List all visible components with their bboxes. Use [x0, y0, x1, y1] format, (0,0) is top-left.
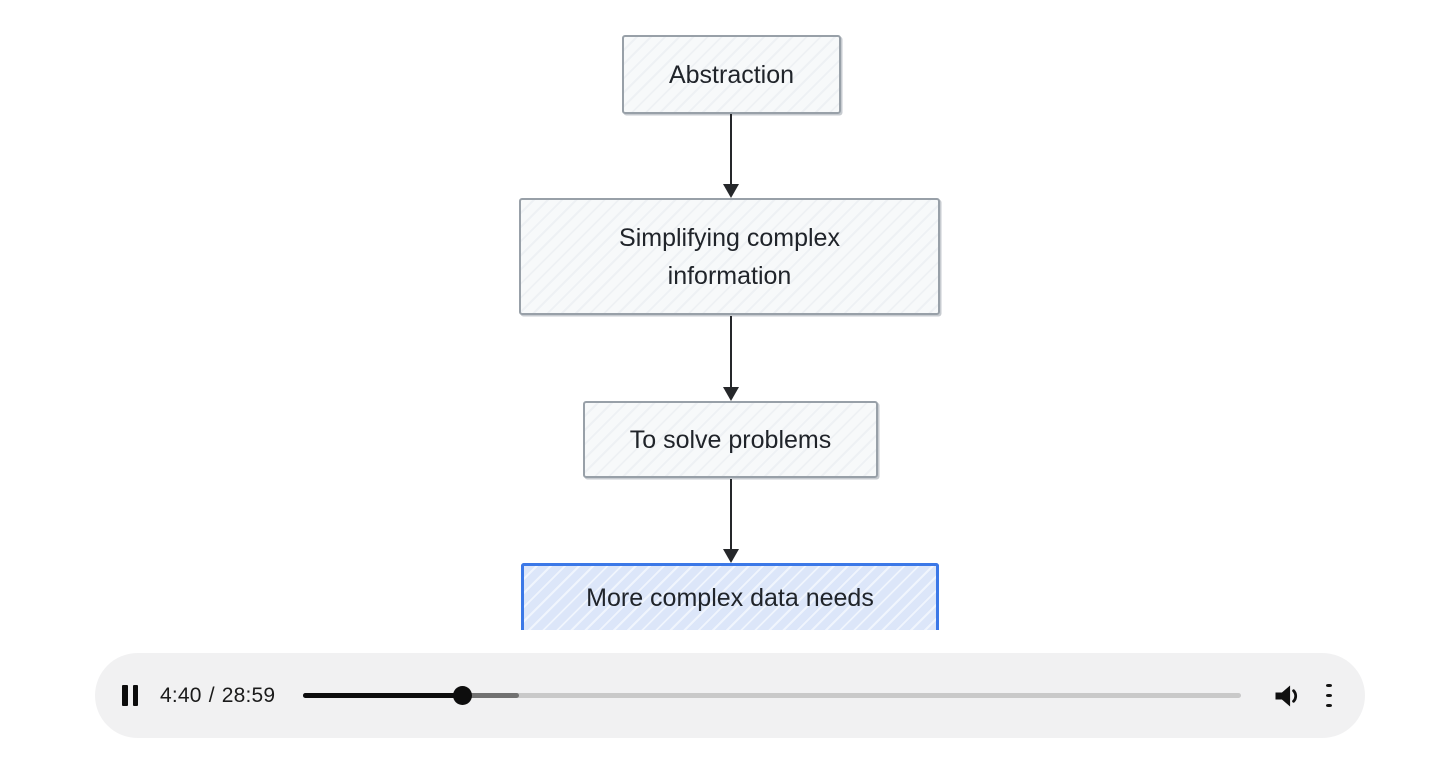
progress-thumb[interactable] — [453, 686, 473, 705]
pause-icon — [122, 685, 128, 706]
volume-button[interactable] — [1271, 681, 1301, 711]
flow-node-label: Simplifying complex information — [619, 223, 840, 290]
arrow-head-icon — [723, 387, 739, 401]
arrow-line — [730, 479, 732, 550]
flow-node-abstraction: Abstraction — [622, 35, 841, 114]
vertical-ellipsis-icon — [1326, 683, 1332, 688]
seek-bar[interactable] — [303, 686, 1241, 705]
arrow-head-icon — [723, 184, 739, 198]
pause-button[interactable] — [122, 685, 138, 706]
flow-node-label: More complex data needs — [586, 584, 874, 612]
flow-arrow-1 — [722, 114, 740, 198]
flow-node-label: Abstraction — [668, 60, 795, 89]
flow-arrow-3 — [722, 479, 740, 563]
flow-node-simplifying: Simplifying complex information — [519, 198, 940, 315]
overflow-menu-button[interactable] — [1325, 681, 1333, 711]
time-display: 4:40/28:59 — [160, 684, 275, 708]
flow-node-solve-problems: To solve problems — [583, 401, 878, 478]
total-duration: 28:59 — [221, 683, 276, 707]
progress-played — [303, 693, 463, 698]
flow-node-complex-data: More complex data needs — [521, 563, 939, 630]
pause-icon — [132, 685, 138, 706]
player-controls: 4:40/28:59 — [95, 653, 1365, 738]
flow-arrow-2 — [722, 316, 740, 401]
vertical-ellipsis-icon — [1326, 703, 1332, 708]
vertical-ellipsis-icon — [1326, 693, 1332, 698]
flow-node-label: To solve problems — [629, 425, 832, 454]
speaker-on-icon — [1275, 685, 1298, 706]
elapsed-time: 4:40 — [160, 683, 202, 707]
arrow-head-icon — [723, 549, 739, 563]
arrow-line — [730, 316, 732, 388]
arrow-line — [730, 114, 732, 185]
time-separator: / — [208, 683, 215, 707]
